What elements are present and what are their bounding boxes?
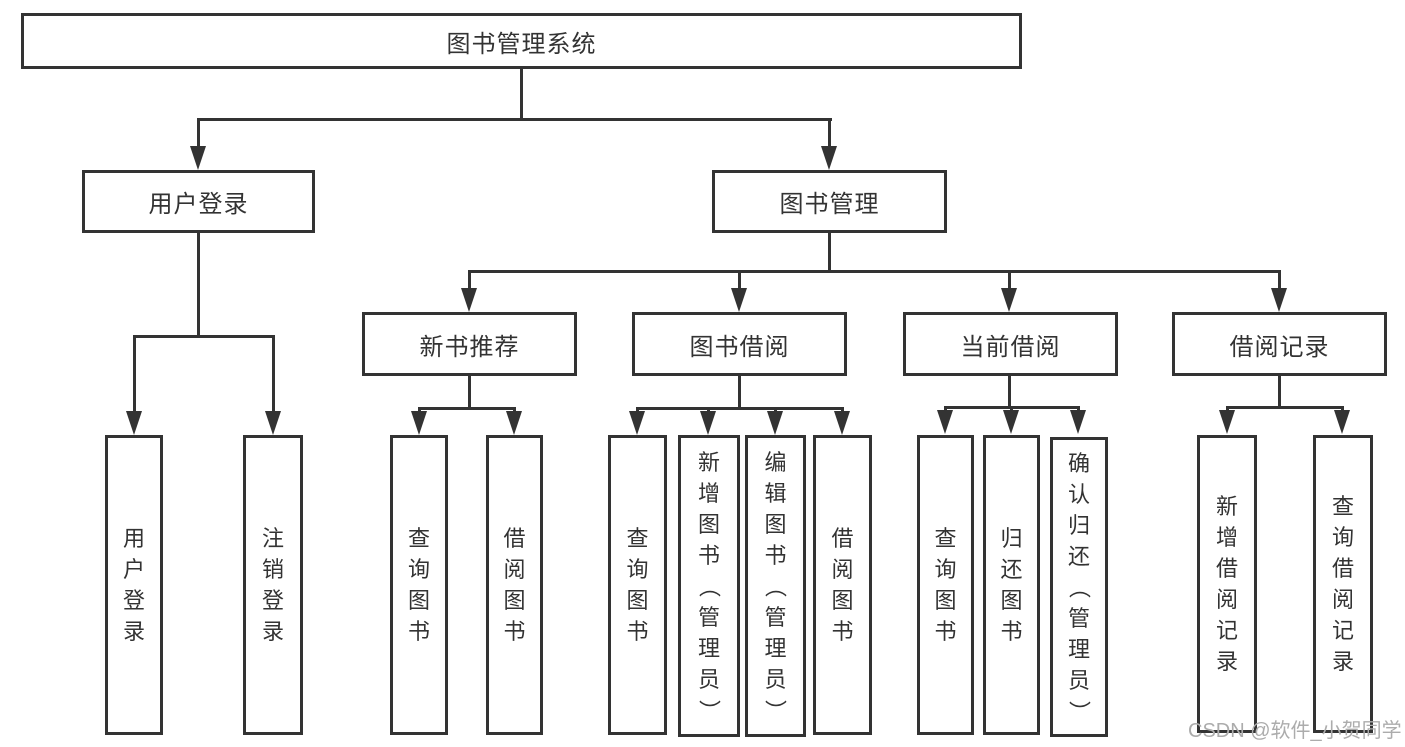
arrow-down-icon [461, 288, 477, 312]
connector-line [738, 270, 741, 290]
connector-line [419, 407, 515, 410]
arrow-down-icon [1003, 410, 1019, 434]
connector-line [1008, 270, 1011, 290]
arrow-down-icon [506, 411, 522, 435]
connector-line [468, 270, 471, 290]
leaf-add-book-admin-label: 新增图书（管理员） [696, 449, 722, 722]
leaf-add-borrow-record: 新增借阅记录 [1197, 435, 1257, 733]
connector-line [1227, 406, 1343, 409]
leaf-return-book: 归还图书 [983, 435, 1040, 735]
node-book-management-label: 图书管理 [779, 191, 880, 218]
connector-line [637, 407, 843, 410]
node-new-book-recommend: 新书推荐 [362, 312, 577, 376]
node-current-borrow: 当前借阅 [903, 312, 1118, 376]
node-book-borrow: 图书借阅 [632, 312, 847, 376]
connector-line [1278, 376, 1281, 408]
csdn-watermark: CSDN @软件_小贺同学 [1188, 720, 1402, 742]
leaf-edit-book-admin: 编辑图书（管理员） [745, 435, 806, 737]
leaf-add-book-admin: 新增图书（管理员） [678, 435, 740, 737]
leaf-query-borrow-record-label: 查询借阅记录 [1331, 494, 1354, 674]
leaf-recommend-borrow-book: 借阅图书 [486, 435, 543, 735]
leaf-current-query-book: 查询图书 [917, 435, 974, 735]
leaf-borrow-book-label: 借阅图书 [831, 526, 854, 644]
arrow-down-icon [190, 146, 206, 170]
node-root-system: 图书管理系统 [21, 13, 1022, 69]
arrow-down-icon [767, 411, 783, 435]
leaf-user-login: 用户登录 [105, 435, 163, 735]
node-current-borrow-label: 当前借阅 [960, 333, 1061, 361]
connector-line [1008, 376, 1011, 408]
node-borrow-records: 借阅记录 [1172, 312, 1387, 376]
connector-line [133, 335, 274, 338]
arrow-down-icon [731, 288, 747, 312]
node-book-management: 图书管理 [712, 170, 947, 233]
leaf-borrow-query-book-label: 查询图书 [626, 526, 649, 644]
leaf-confirm-return-admin-label: 确认归还（管理员） [1066, 450, 1092, 723]
leaf-borrow-book: 借阅图书 [813, 435, 872, 735]
connector-line [1278, 270, 1281, 290]
node-user-login-label: 用户登录 [148, 191, 249, 218]
leaf-confirm-return-admin: 确认归还（管理员） [1050, 437, 1108, 737]
arrow-down-icon [1334, 410, 1350, 434]
arrow-down-icon [265, 411, 281, 435]
connector-line [133, 335, 136, 413]
leaf-borrow-query-book: 查询图书 [608, 435, 667, 735]
arrow-down-icon [937, 410, 953, 434]
node-new-book-recommend-label: 新书推荐 [419, 333, 520, 361]
leaf-current-query-book-label: 查询图书 [934, 526, 957, 644]
leaf-return-book-label: 归还图书 [1000, 526, 1023, 644]
arrow-down-icon [629, 411, 645, 435]
connector-line [468, 376, 471, 410]
arrow-down-icon [1219, 410, 1235, 434]
arrow-down-icon [1001, 288, 1017, 312]
node-borrow-records-label: 借阅记录 [1229, 333, 1330, 361]
leaf-logout: 注销登录 [243, 435, 303, 735]
leaf-recommend-query-book-label: 查询图书 [407, 526, 430, 644]
node-user-login: 用户登录 [82, 170, 315, 233]
arrow-down-icon [1070, 410, 1086, 434]
leaf-add-borrow-record-label: 新增借阅记录 [1215, 494, 1238, 674]
connector-line [272, 335, 275, 413]
node-book-borrow-label: 图书借阅 [689, 333, 790, 361]
leaf-recommend-borrow-book-label: 借阅图书 [503, 526, 526, 644]
connector-line [197, 233, 200, 335]
leaf-user-login-label: 用户登录 [122, 526, 145, 644]
arrow-down-icon [411, 411, 427, 435]
connector-line [828, 233, 831, 272]
arrow-down-icon [126, 411, 142, 435]
arrow-down-icon [1271, 288, 1287, 312]
arrow-down-icon [700, 411, 716, 435]
connector-line [469, 270, 1281, 273]
node-root-label: 图书管理系统 [446, 30, 597, 58]
arrow-down-icon [834, 411, 850, 435]
leaf-edit-book-admin-label: 编辑图书（管理员） [762, 449, 788, 722]
connector-line [738, 376, 741, 410]
leaf-recommend-query-book: 查询图书 [390, 435, 448, 735]
connector-line [520, 69, 523, 119]
arrow-down-icon [821, 146, 837, 170]
connector-line [828, 118, 831, 148]
leaf-logout-label: 注销登录 [261, 526, 284, 644]
leaf-query-borrow-record: 查询借阅记录 [1313, 435, 1373, 733]
connector-line [197, 118, 200, 148]
connector-line [197, 118, 832, 121]
